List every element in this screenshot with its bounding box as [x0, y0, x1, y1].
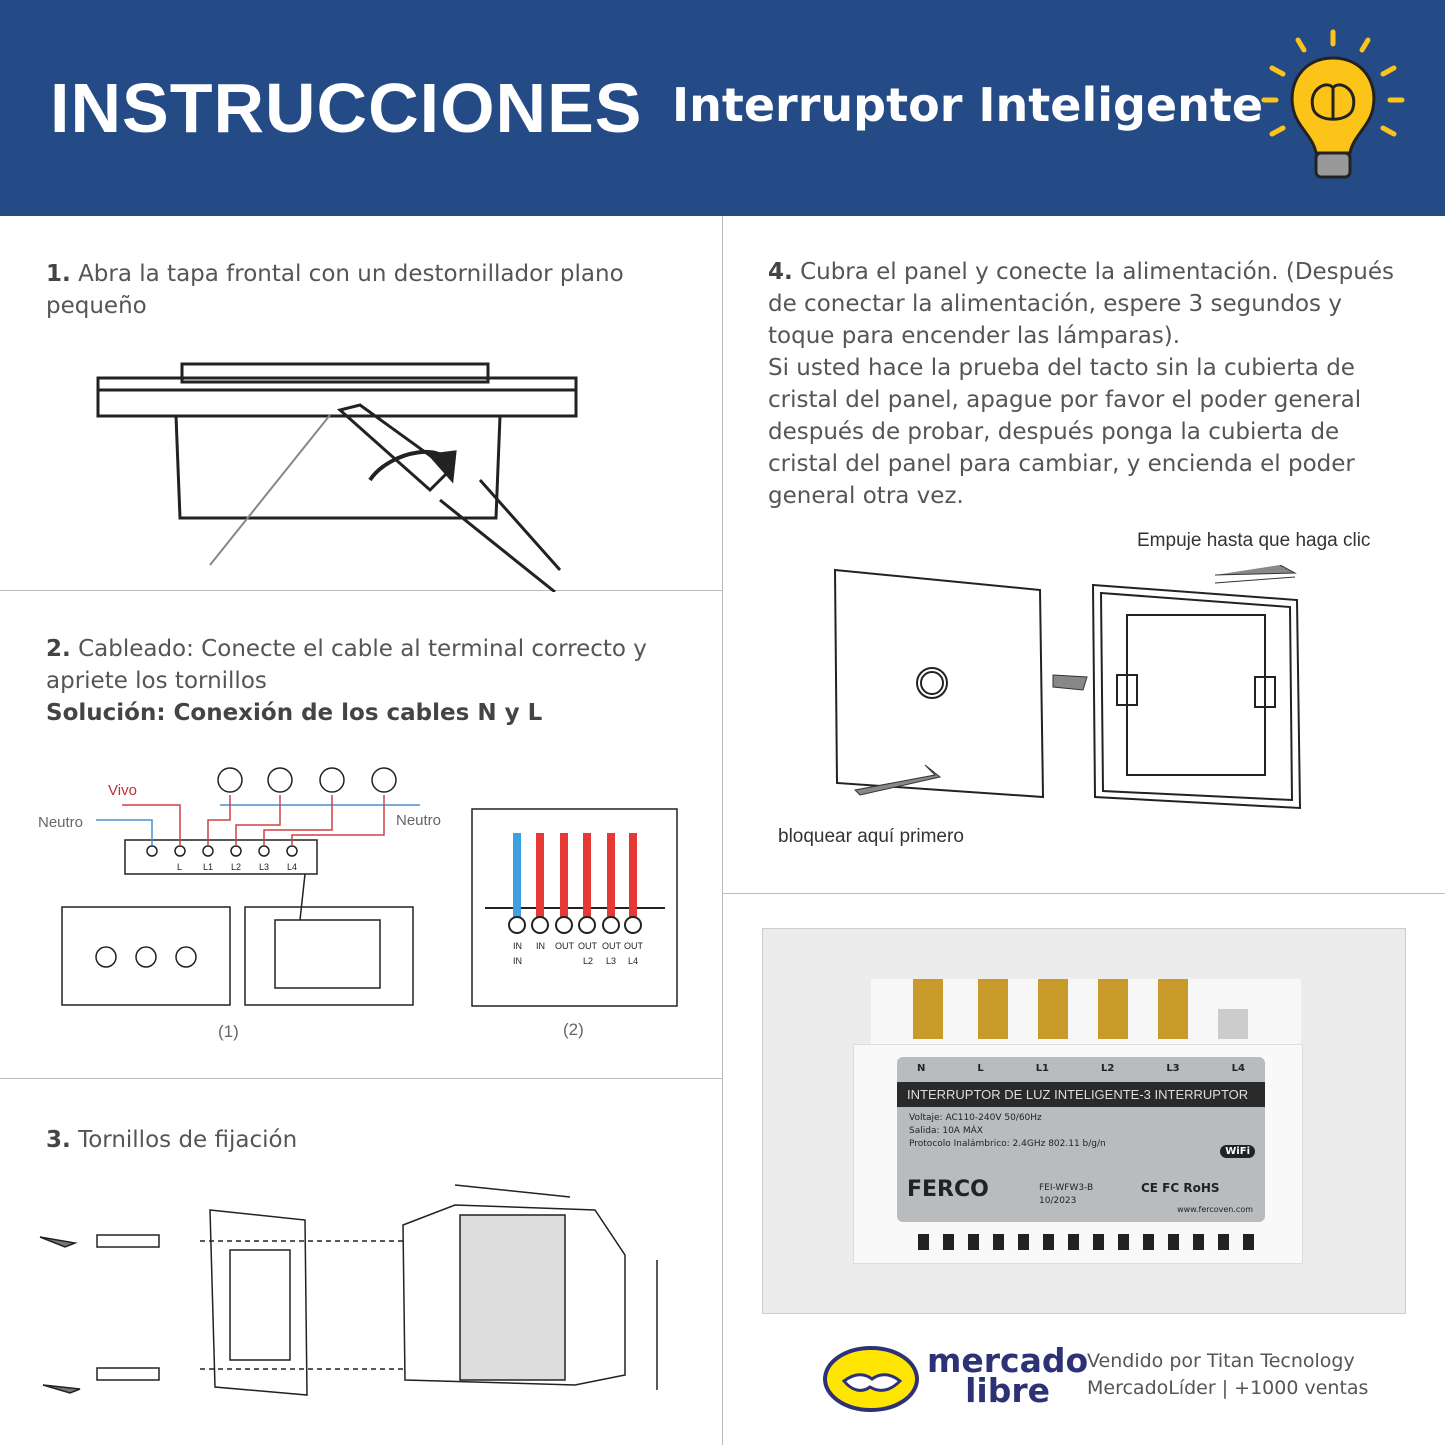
divider	[722, 216, 723, 1445]
logo-text: mercado	[927, 1341, 1089, 1380]
terminal-label: L3	[259, 862, 270, 872]
step-description: Tornillos de fijación	[78, 1127, 298, 1153]
logo-text: libre	[965, 1371, 1051, 1410]
certification-marks: CE FC RoHS	[1141, 1181, 1220, 1195]
figure-label-2: (2)	[563, 1020, 584, 1039]
step-1-illustration	[96, 362, 578, 592]
io-label: L3	[606, 956, 617, 966]
step-3-text: 3. Tornillos de fijación	[46, 1124, 666, 1156]
neutral-label-left: Neutro	[38, 814, 84, 831]
solution-text: Solución: Conexión de los cables N y L	[46, 700, 543, 726]
io-label: IN	[513, 956, 522, 966]
io-label: OUT	[555, 941, 574, 951]
model-number: FEI-WFW3-B	[1039, 1183, 1094, 1193]
terminal-label: L	[177, 862, 183, 872]
step-3-illustration	[39, 1184, 658, 1396]
step-1-text: 1. Abra la tapa frontal con un destornil…	[46, 258, 666, 322]
neutral-label-right: Neutro	[396, 812, 442, 829]
label-terminal: L1	[1035, 1063, 1050, 1074]
step-description: Abra la tapa frontal con un destornillad…	[46, 261, 624, 319]
mercado-libre-logo	[823, 1346, 919, 1412]
terminal-wires-diagram	[471, 808, 678, 1007]
io-label: L4	[628, 956, 639, 966]
seller-name: Vendido por Titan Tecnology	[1087, 1350, 1355, 1372]
label-title: INTERRUPTOR DE LUZ INTELIGENTE-3 INTERRU…	[897, 1082, 1265, 1107]
vent-slots	[918, 1234, 1258, 1250]
divider	[0, 1078, 722, 1079]
divider	[0, 590, 722, 591]
product-photo: N L L1 L2 L3 L4 INTERRUPTOR DE LUZ INTELIGENT…	[762, 928, 1406, 1314]
terminal-screws	[913, 979, 1248, 1039]
label-terminal: L4	[1231, 1063, 1245, 1074]
io-label: OUT	[578, 941, 597, 951]
io-label: IN	[513, 941, 522, 951]
brand-logo: FERCO	[907, 1177, 989, 1202]
io-label: OUT	[602, 941, 621, 951]
seller-status: MercadoLíder | +1000 ventas	[1087, 1377, 1369, 1399]
step-number: 3.	[46, 1127, 71, 1153]
figure-label-1: (1)	[218, 1022, 239, 1041]
label-output: Salida: 10A MÁX	[909, 1126, 983, 1136]
lock-label: bloquear aquí primero	[778, 826, 964, 847]
header-banner	[0, 0, 1445, 216]
io-label: L2	[583, 956, 594, 966]
product-label: N L L1 L2 L3 L4 INTERRUPTOR DE LUZ INTELIGENT…	[897, 1057, 1265, 1222]
divider	[722, 893, 1445, 894]
io-label: IN	[536, 941, 545, 951]
website: www.fercoven.com	[1177, 1205, 1253, 1214]
step-4-illustration	[833, 565, 1302, 810]
label-terminal: L2	[1101, 1063, 1115, 1074]
terminal-label: L1	[203, 862, 214, 872]
label-protocol: Protocolo Inalámbrico: 2.4GHz 802.11 b/g…	[909, 1139, 1106, 1149]
push-label: Empuje hasta que haga clic	[1137, 530, 1371, 551]
live-label: Vivo	[108, 782, 137, 799]
label-voltage: Voltaje: AC110-240V 50/60Hz	[909, 1113, 1042, 1123]
step-number: 1.	[46, 261, 71, 287]
terminal-label: L2	[231, 862, 242, 872]
step-number: 4.	[768, 259, 793, 285]
step-description: Cableado: Conecte el cable al terminal c…	[46, 636, 647, 694]
label-terminal: L	[977, 1063, 984, 1074]
page-title: INSTRUCCIONES	[50, 69, 643, 147]
step-4-text: 4. Cubra el panel y conecte la alimentac…	[768, 256, 1408, 512]
manufacture-date: 10/2023	[1039, 1196, 1077, 1206]
wifi-badge: WiFi	[1220, 1145, 1255, 1158]
step-description: Cubra el panel y conecte la alimentación…	[768, 259, 1394, 349]
step-2-text: 2. Cableado: Conecte el cable al termina…	[46, 633, 666, 729]
io-label: OUT	[624, 941, 643, 951]
wiring-diagram	[61, 767, 420, 1006]
page-subtitle: Interruptor Inteligente	[672, 78, 1264, 132]
label-terminal: N	[917, 1063, 926, 1074]
label-terminal: L3	[1166, 1063, 1180, 1074]
terminal-label: L4	[287, 862, 298, 872]
step-note: Si usted hace la prueba del tacto sin la…	[768, 355, 1362, 509]
lightbulb-brain-icon	[1261, 29, 1405, 179]
step-number: 2.	[46, 636, 71, 662]
